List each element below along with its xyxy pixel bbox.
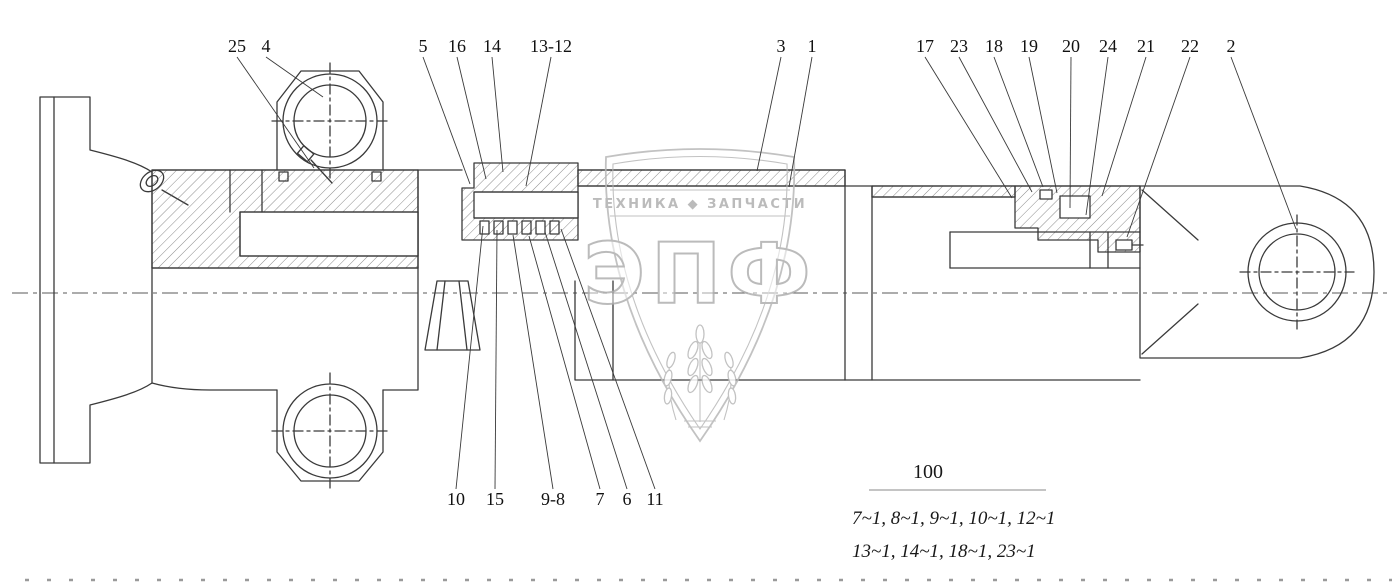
leader-line-18 (993, 56, 1044, 188)
gland-collar (574, 280, 614, 381)
watermark-monogram: ЭПФ (583, 225, 816, 323)
callout-label-11: 11 (646, 489, 663, 509)
callout-label-7: 7 (596, 489, 605, 509)
leader-line-5 (422, 56, 471, 185)
retainer-part (1039, 189, 1053, 200)
watermark-shield-inner (612, 155, 788, 430)
seal-ring (521, 220, 532, 235)
bottom-eye (271, 372, 389, 490)
leader-line-14 (491, 56, 504, 173)
callout-label-24: 24 (1099, 36, 1117, 56)
callout-label-25: 25 (228, 36, 246, 56)
left-flange (39, 96, 189, 464)
lock-screw (1115, 239, 1133, 251)
leader-line-7 (528, 235, 601, 490)
seal-ring (493, 220, 504, 235)
leader-line-1 (788, 56, 813, 188)
seal-ring (479, 220, 490, 235)
quantity-note-line1: 7~1, 8~1, 9~1, 10~1, 12~1 (852, 508, 1055, 529)
leader-line-10 (455, 225, 484, 490)
callout-label-3: 3 (777, 36, 786, 56)
seal-ring (549, 220, 560, 235)
leader-line-17 (924, 56, 1013, 199)
wheat-ear-icon (663, 324, 737, 428)
callout-label-5: 5 (419, 36, 428, 56)
group-number: 100 (913, 461, 943, 483)
watermark-shield-outer (604, 148, 796, 443)
callout-label-13-12: 13-12 (530, 36, 572, 56)
callout-label-22: 22 (1181, 36, 1199, 56)
top-eye (271, 62, 389, 184)
callout-label-17: 17 (916, 36, 934, 56)
taper-neck (417, 169, 481, 351)
leader-line-2 (1230, 56, 1297, 230)
cylinder-line-art (39, 62, 1375, 490)
callout-label-18: 18 (985, 36, 1003, 56)
leader-line-24 (1085, 56, 1109, 216)
leader-line-3 (756, 56, 782, 172)
seal-ring (535, 220, 546, 235)
callout-label-14: 14 (483, 36, 501, 56)
callout-label-20: 20 (1062, 36, 1080, 56)
leader-line-15 (494, 229, 498, 490)
notes-block: 100 7~1, 8~1, 9~1, 10~1, 12~1 13~1, 14~1… (852, 461, 1055, 562)
watermark: ТЕХНИКА ◆ ЗАПЧАСТИ ЭПФ (582, 148, 816, 443)
leader-line-4 (265, 56, 324, 98)
leader-line-22 (1126, 56, 1191, 238)
leader-line-23 (958, 56, 1033, 193)
callout-label-21: 21 (1137, 36, 1155, 56)
callout-label-6: 6 (623, 489, 632, 509)
callout-label-1: 1 (808, 36, 817, 56)
leader-line-11 (560, 228, 656, 490)
leader-line-9-8 (512, 234, 554, 490)
seal-ring (507, 220, 518, 235)
callout-label-19: 19 (1020, 36, 1038, 56)
head-end-assembly (844, 185, 1144, 381)
callout-label-10: 10 (447, 489, 465, 509)
callout-label-2: 2 (1227, 36, 1236, 56)
leader-line-20 (1069, 56, 1072, 209)
callout-label-4: 4 (262, 36, 271, 56)
callout-label-23: 23 (950, 36, 968, 56)
leader-line-25 (236, 56, 315, 169)
callout-label-16: 16 (448, 36, 466, 56)
leader-line-21 (1101, 56, 1147, 197)
bushing-part (1059, 195, 1091, 219)
watermark-banner-band (610, 189, 790, 217)
leader-line-6 (544, 231, 628, 490)
callout-label-9-8: 9-8 (541, 489, 565, 509)
rear-cap-body (151, 169, 419, 391)
leader-line-19 (1028, 56, 1058, 194)
quantity-note-line2: 13~1, 14~1, 18~1, 23~1 (852, 541, 1036, 562)
rod-eye-bore (1258, 233, 1336, 311)
watermark-banner-text: ТЕХНИКА ◆ ЗАПЧАСТИ (593, 197, 807, 212)
cylinder-tube (577, 169, 873, 381)
leader-line-16 (456, 56, 487, 180)
gland-block (461, 162, 614, 381)
leader-line-13-12 (525, 56, 552, 187)
rod-end-eye (1139, 185, 1375, 359)
callout-label-15: 15 (486, 489, 504, 509)
